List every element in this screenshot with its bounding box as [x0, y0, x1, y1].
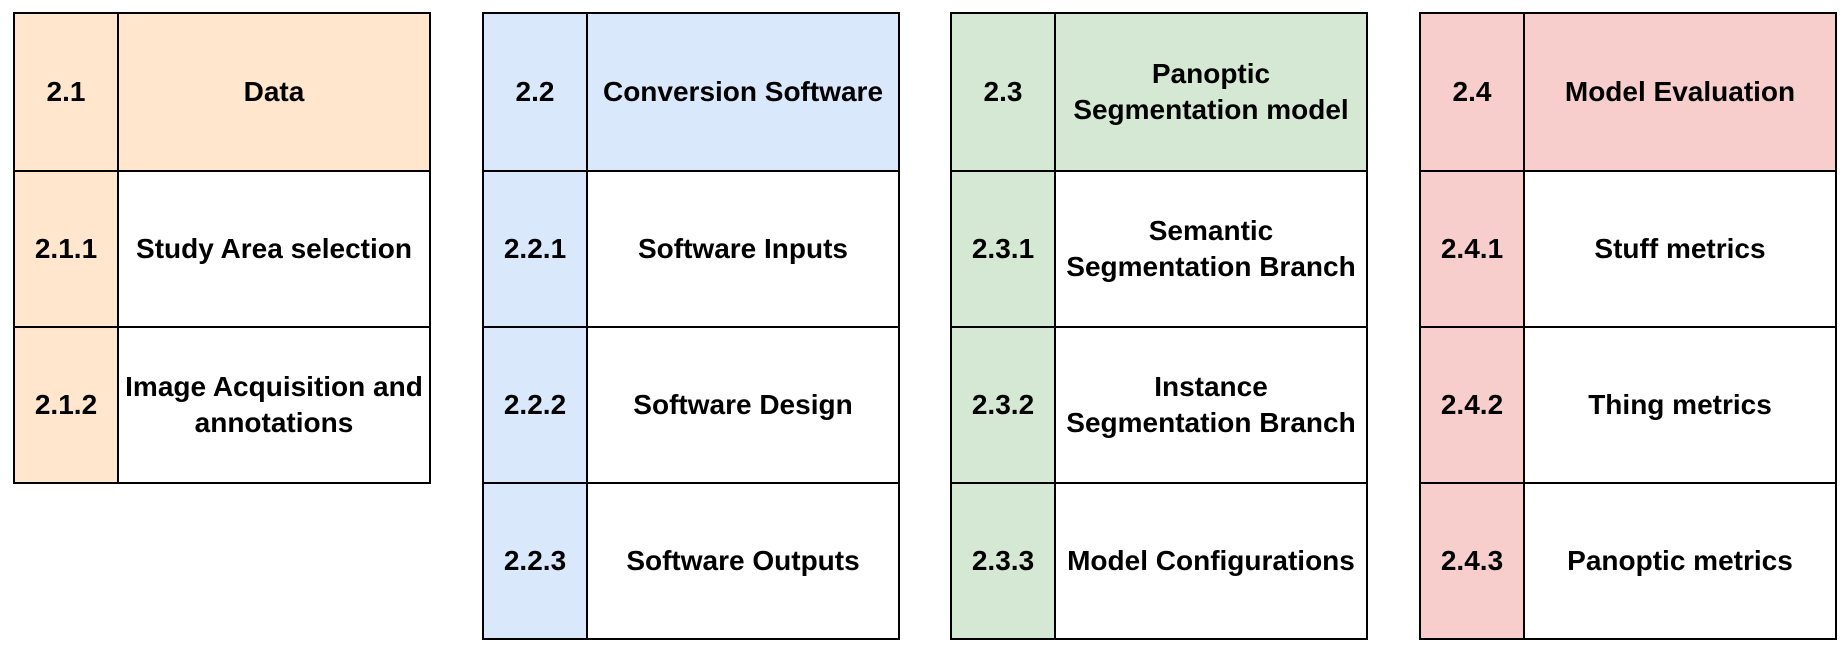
section-2-3-column: 2.3 Panoptic Segmentation model 2.3.1 Se… — [950, 12, 1368, 640]
section-title: Panoptic Segmentation model — [1056, 14, 1366, 170]
item-number: 2.1.2 — [15, 326, 119, 482]
item-number: 2.3.1 — [952, 170, 1056, 326]
section-title: Conversion Software — [588, 14, 898, 170]
item-label: Stuff metrics — [1525, 170, 1835, 326]
section-title: Data — [119, 14, 429, 170]
item-number: 2.1.1 — [15, 170, 119, 326]
section-number: 2.2 — [484, 14, 588, 170]
item-number: 2.2.1 — [484, 170, 588, 326]
section-number: 2.4 — [1421, 14, 1525, 170]
item-label: Model Configurations — [1056, 482, 1366, 638]
item-number: 2.4.2 — [1421, 326, 1525, 482]
item-label: Software Outputs — [588, 482, 898, 638]
item-label: Image Acquisition and annotations — [119, 326, 429, 482]
item-number: 2.4.1 — [1421, 170, 1525, 326]
item-label: Instance Segmentation Branch — [1056, 326, 1366, 482]
item-number: 2.4.3 — [1421, 482, 1525, 638]
item-label: Panoptic metrics — [1525, 482, 1835, 638]
item-number: 2.2.3 — [484, 482, 588, 638]
item-number: 2.2.2 — [484, 326, 588, 482]
item-label: Study Area selection — [119, 170, 429, 326]
section-title: Model Evaluation — [1525, 14, 1835, 170]
section-number: 2.1 — [15, 14, 119, 170]
item-label: Thing metrics — [1525, 326, 1835, 482]
section-2-2-column: 2.2 Conversion Software 2.2.1 Software I… — [482, 12, 900, 640]
item-label: Semantic Segmentation Branch — [1056, 170, 1366, 326]
section-2-4-column: 2.4 Model Evaluation 2.4.1 Stuff metrics… — [1419, 12, 1837, 640]
item-number: 2.3.3 — [952, 482, 1056, 638]
item-label: Software Inputs — [588, 170, 898, 326]
item-label: Software Design — [588, 326, 898, 482]
section-number: 2.3 — [952, 14, 1056, 170]
section-2-1-column: 2.1 Data 2.1.1 Study Area selection 2.1.… — [13, 12, 431, 484]
item-number: 2.3.2 — [952, 326, 1056, 482]
